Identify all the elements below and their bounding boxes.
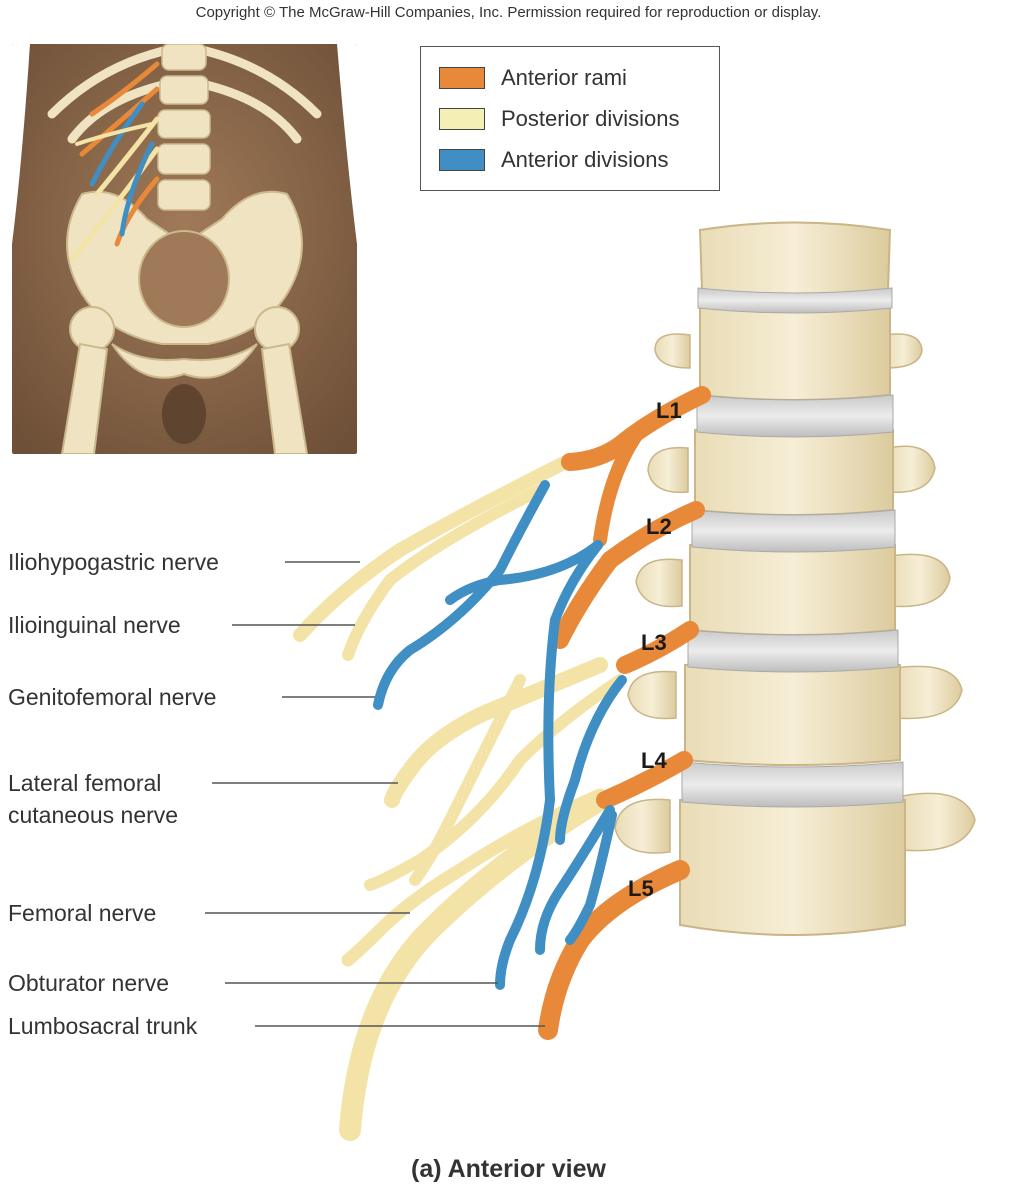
legend-swatch-anterior-rami xyxy=(439,67,485,89)
label-leader-lines xyxy=(205,561,545,1027)
legend-item-posterior-divisions: Posterior divisions xyxy=(439,104,680,134)
vertebra-label-l2: L2 xyxy=(646,514,672,539)
inset-pelvis xyxy=(66,190,303,379)
legend-item-anterior-divisions: Anterior divisions xyxy=(439,145,669,175)
color-legend: Anterior rami Posterior divisions Anteri… xyxy=(420,46,720,191)
figure-caption: (a) Anterior view xyxy=(411,1155,606,1183)
vertebra-label-l3: L3 xyxy=(641,630,667,655)
nerve-label-femoral: Femoral nerve xyxy=(8,900,157,926)
nerve-label-ilioinguinal: Ilioinguinal nerve xyxy=(8,612,181,638)
legend-label: Anterior divisions xyxy=(501,147,669,172)
legend-item-anterior-rami: Anterior rami xyxy=(439,63,627,93)
vertebra-label-l5: L5 xyxy=(628,876,654,901)
inset-plexus xyxy=(69,61,160,262)
vertebra-label-l1: L1 xyxy=(656,398,682,423)
inset-femurs xyxy=(60,306,309,454)
legend-swatch-anterior-divisions xyxy=(439,149,485,171)
anterior-division-nerves xyxy=(373,480,627,990)
vertebral-bodies xyxy=(679,221,906,936)
transverse-processes xyxy=(614,333,976,854)
nerve-label-lateral-femoral: Lateral femoral xyxy=(8,770,162,796)
nerve-label-cutaneous: cutaneous nerve xyxy=(8,802,179,828)
anterior-rami-nerves xyxy=(538,386,711,1040)
vertebra-label-l4: L4 xyxy=(641,748,667,773)
nerve-label-obturator: Obturator nerve xyxy=(8,970,170,996)
nerve-label-genitofemoral: Genitofemoral nerve xyxy=(8,684,217,710)
vertebral-column xyxy=(614,221,976,936)
nerve-paths xyxy=(293,386,711,1141)
ribs xyxy=(47,44,322,144)
torso-inset-illustration xyxy=(12,44,357,454)
intervertebral-discs xyxy=(681,287,904,808)
copyright-notice: Copyright © The McGraw-Hill Companies, I… xyxy=(195,4,822,21)
genital-shading xyxy=(162,384,206,444)
inset-spine xyxy=(157,44,211,211)
torso-illustration xyxy=(12,44,357,454)
legend-swatch-posterior-divisions xyxy=(439,108,485,130)
legend-label: Posterior divisions xyxy=(501,106,680,131)
nerve-label-iliohypogastric: Iliohypogastric nerve xyxy=(8,549,219,575)
legend-label: Anterior rami xyxy=(501,65,627,90)
nerve-label-lumbosacral-trunk: Lumbosacral trunk xyxy=(8,1013,198,1039)
